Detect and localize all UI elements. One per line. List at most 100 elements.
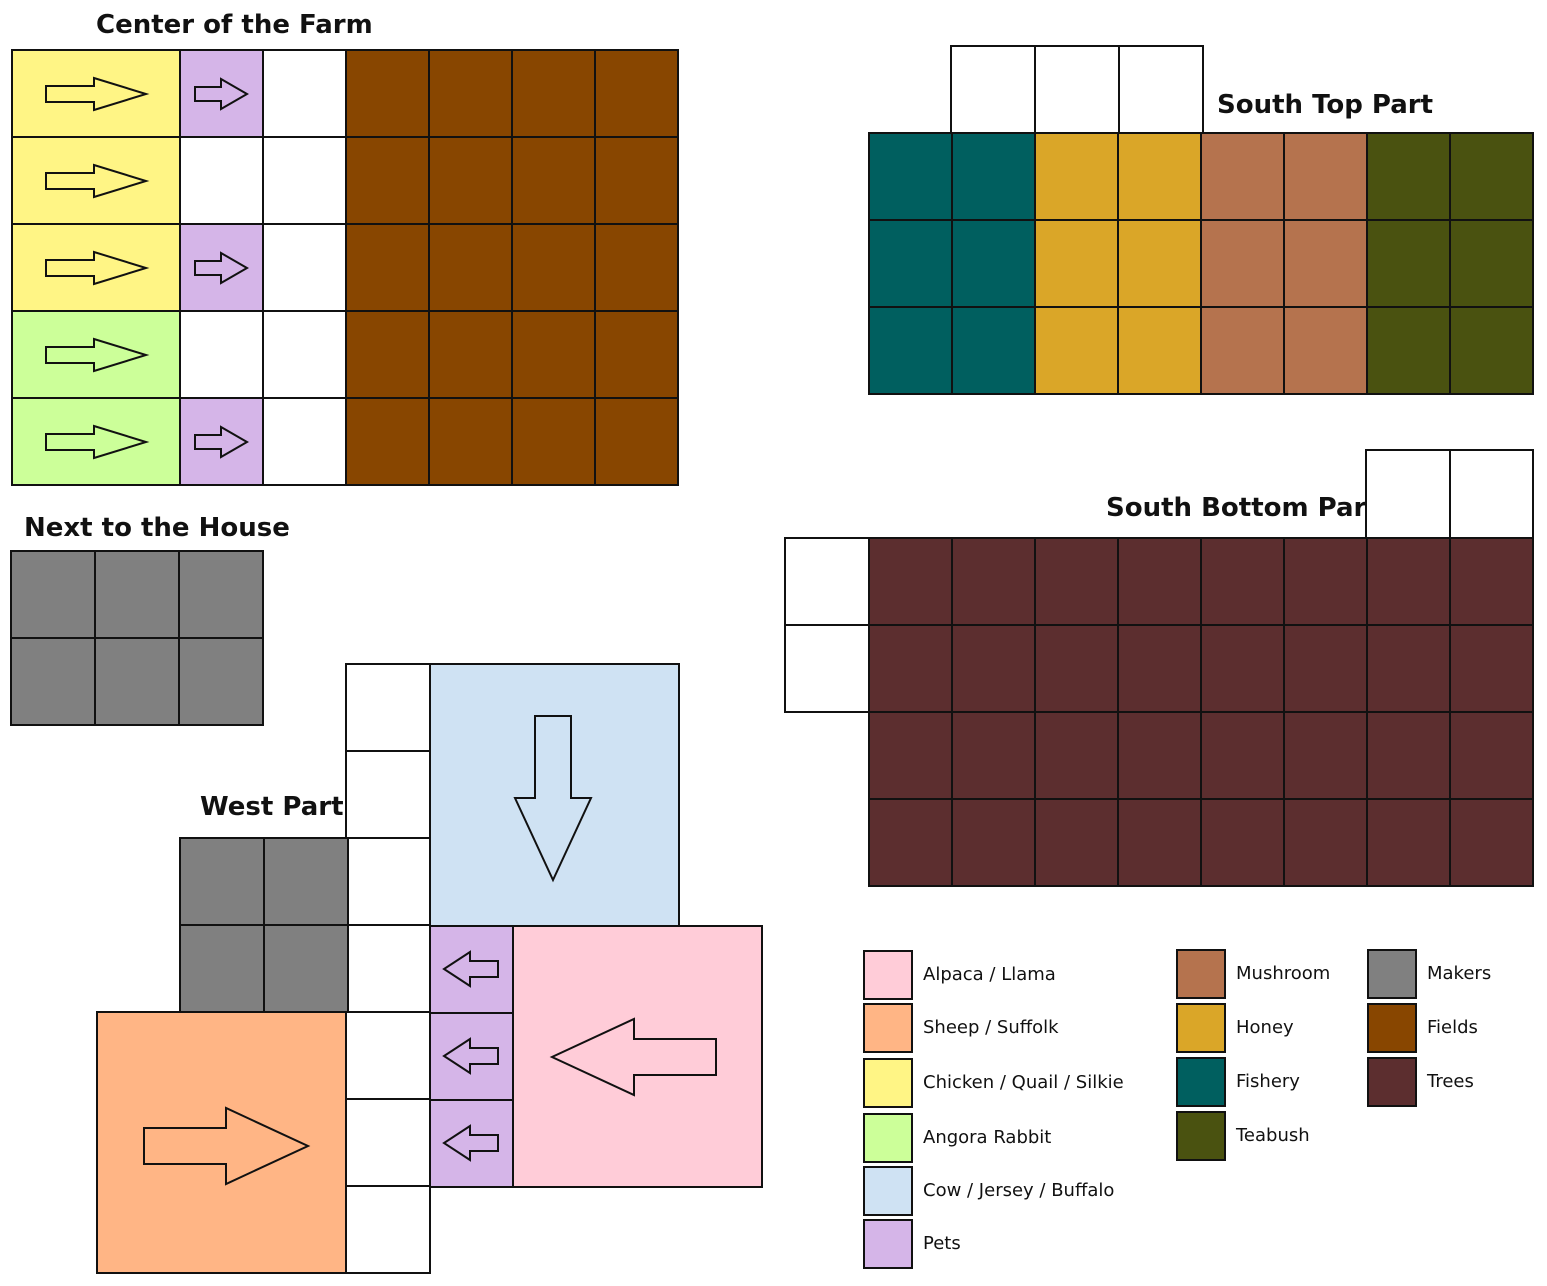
tree-cell [1117,798,1202,887]
west-empty-cell [345,1185,431,1274]
west-empty-cell [345,837,431,926]
center-pet-arrow-icon [194,250,250,285]
legend-label-trees: Trees [1427,1071,1474,1092]
center-pet-arrow-icon [194,424,250,459]
south-top-mushroom-cell [1283,219,1368,308]
field-cell [511,136,596,225]
legend-label-alpaca: Alpaca / Llama [923,964,1056,985]
tree-cell [1117,624,1202,713]
tree-cell [1117,711,1202,800]
south-top-fishery-cell [868,132,953,221]
west-pet-left-arrow-icon [442,950,499,988]
south-top-teabush-cell [1366,132,1451,221]
maker-cell [178,637,264,726]
south-top-honey-cell [1117,132,1202,221]
legend-swatch-teabush [1176,1111,1226,1161]
legend-label-fields: Fields [1427,1017,1478,1038]
tree-cell [1283,798,1368,887]
south-top-fishery-cell [868,219,953,308]
legend-swatch-sheep [863,1003,913,1053]
field-cell [345,223,430,312]
west-maker-cell [179,924,265,1013]
center-right-arrow-icon [45,337,150,372]
south-bottom-empty-cell [1365,449,1451,539]
tree-cell [1200,624,1285,713]
field-cell [428,49,513,138]
legend-label-pets: Pets [923,1233,961,1254]
tree-cell [1283,711,1368,800]
tree-cell [1034,798,1119,887]
tree-cell [1449,711,1534,800]
tree-cell [1283,537,1368,626]
south-bottom-empty-cell [784,624,870,713]
west-right-arrow-icon [143,1106,311,1186]
legend-swatch-alpaca [863,950,913,1000]
west-cow-area [429,663,680,927]
field-cell [511,310,596,399]
field-cell [511,397,596,486]
tree-cell [951,798,1036,887]
field-cell [594,136,679,225]
south-top-teabush-cell [1366,306,1451,395]
house-title: Next to the House [24,513,290,543]
legend-swatch-chicken [863,1058,913,1108]
field-cell [511,223,596,312]
tree-cell [1366,537,1451,626]
tree-cell [1366,624,1451,713]
field-cell [345,49,430,138]
field-cell [594,49,679,138]
legend-label-teabush: Teabush [1236,1125,1310,1146]
west-empty-cell [345,750,431,839]
maker-cell [178,550,264,639]
south-top-mushroom-cell [1200,219,1285,308]
maker-cell [10,637,96,726]
center-animal-cell [11,223,181,312]
legend-label-makers: Makers [1427,963,1492,984]
field-cell [428,136,513,225]
south-top-mushroom-cell [1283,306,1368,395]
field-cell [511,49,596,138]
tree-cell [868,711,953,800]
center-empty-cell [262,49,347,138]
field-cell [428,223,513,312]
south-top-fishery-cell [951,306,1036,395]
center-empty-cell [179,136,264,225]
tree-cell [868,624,953,713]
tree-cell [868,537,953,626]
south-top-mushroom-cell [1200,132,1285,221]
center-empty-cell [262,397,347,486]
west-part-title: West Part [200,792,344,822]
south-top-mushroom-cell [1283,132,1368,221]
maker-cell [10,550,96,639]
tree-cell [1449,624,1534,713]
center-empty-cell [262,136,347,225]
tree-cell [951,624,1036,713]
south-top-fishery-cell [951,132,1036,221]
west-pet-left-arrow-icon [442,1124,499,1162]
legend-swatch-mushroom [1176,949,1226,999]
south-top-fishery-cell [868,306,953,395]
west-empty-cell [345,924,431,1013]
legend-label-rabbit: Angora Rabbit [923,1127,1052,1148]
maker-cell [94,637,180,726]
legend-swatch-rabbit [863,1113,913,1163]
south-top-honey-cell [1117,306,1202,395]
south-bottom-empty-cell [784,537,870,626]
south-top-honey-cell [1117,219,1202,308]
south-top-empty-cell [1118,45,1204,135]
south-top-teabush-cell [1449,219,1534,308]
legend-swatch-pets [863,1219,913,1269]
tree-cell [1366,798,1451,887]
tree-cell [1200,798,1285,887]
center-animal-cell [11,136,181,225]
tree-cell [1200,711,1285,800]
center-animal-cell [11,397,181,486]
west-maker-cell [263,924,349,1013]
center-empty-cell [262,223,347,312]
tree-cell [1034,711,1119,800]
legend-swatch-trees [1367,1057,1417,1107]
west-empty-cell [345,1098,431,1187]
tree-cell [1283,624,1368,713]
tree-cell [951,537,1036,626]
center-right-arrow-icon [45,163,150,198]
